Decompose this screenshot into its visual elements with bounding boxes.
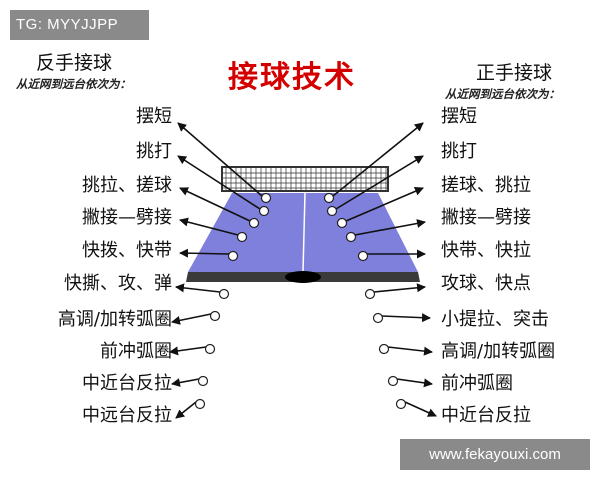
ball-right-4 — [345, 231, 357, 243]
ball-right-6 — [364, 288, 376, 300]
arrow-right-2 — [335, 155, 424, 210]
right-subheading: 从近网到远台依次为： — [445, 87, 560, 101]
ball-right-3 — [336, 217, 348, 229]
left-item: 挑打 — [136, 141, 172, 162]
ball-right-5 — [357, 250, 369, 262]
table-hole — [285, 271, 321, 283]
arrow-right-8 — [387, 346, 433, 356]
ball-left-4 — [236, 231, 248, 243]
arrow-left-2 — [177, 155, 261, 210]
right-item: 快带、快拉 — [441, 240, 531, 261]
arrow-right-9 — [396, 378, 433, 388]
arrow-left-3 — [179, 187, 251, 222]
right-item: 中近台反拉 — [441, 405, 531, 426]
right-item: 高调/加转弧圈 — [441, 341, 556, 362]
right-item: 挑打 — [441, 141, 477, 162]
left-item: 中近台反拉 — [82, 373, 172, 394]
left-item: 高调/加转弧圈 — [57, 309, 172, 330]
ball-left-2 — [258, 205, 270, 217]
arrow-left-4 — [179, 217, 239, 236]
net-mesh — [223, 168, 387, 190]
ball-left-7 — [209, 310, 221, 322]
right-item: 撇接—劈接 — [441, 207, 531, 228]
left-item: 前冲弧圈 — [100, 341, 172, 362]
ball-right-9 — [387, 375, 399, 387]
arrow-left-1 — [177, 122, 263, 197]
arrow-left-5 — [179, 248, 230, 258]
left-item: 中远台反拉 — [82, 405, 172, 426]
right-item: 攻球、快点 — [441, 273, 531, 294]
ball-left-6 — [218, 288, 230, 300]
ball-left-8 — [204, 343, 216, 355]
right-item: 摆短 — [441, 106, 477, 127]
ball-left-1 — [260, 192, 272, 204]
ball-right-1 — [323, 192, 335, 204]
arrow-right-3 — [345, 187, 424, 222]
ball-left-5 — [227, 250, 239, 262]
right-item: 搓球、挑拉 — [441, 175, 531, 196]
left-item: 挑拉、搓球 — [82, 175, 172, 196]
ball-right-7 — [372, 312, 384, 324]
right-item: 小提拉、突击 — [441, 309, 549, 330]
arrow-left-6 — [175, 283, 221, 293]
ball-left-9 — [197, 375, 209, 387]
diagram-title: 接球技术 — [228, 60, 356, 95]
left-item: 摆短 — [136, 106, 172, 127]
left-heading: 反手接球 — [36, 52, 113, 74]
left-item: 快拨、快带 — [82, 240, 172, 261]
left-item: 撇接—劈接 — [82, 207, 172, 228]
arrow-right-1 — [332, 122, 424, 197]
ball-left-10 — [194, 398, 206, 410]
ball-right-8 — [378, 343, 390, 355]
arrow-right-7 — [381, 313, 431, 323]
net — [221, 166, 389, 192]
arrow-left-10 — [175, 401, 197, 419]
arrow-right-6 — [373, 283, 426, 293]
arrow-left-9 — [171, 378, 200, 387]
watermark-top: TG: MYYJJPP — [10, 10, 149, 40]
right-heading: 正手接球 — [476, 62, 553, 84]
left-item: 快撕、攻、弹 — [64, 273, 172, 294]
arrow-right-10 — [404, 401, 437, 417]
arrow-left-8 — [169, 346, 207, 356]
right-item: 前冲弧圈 — [441, 373, 513, 394]
ball-right-2 — [326, 205, 338, 217]
arrow-right-4 — [354, 219, 426, 236]
watermark-bottom: www.fekayouxi.com — [400, 439, 590, 470]
ball-right-10 — [395, 398, 407, 410]
left-subheading: 从近网到远台依次为： — [16, 77, 131, 91]
table-center-line — [302, 192, 306, 273]
arrow-left-7 — [171, 313, 212, 325]
ball-left-3 — [248, 217, 260, 229]
